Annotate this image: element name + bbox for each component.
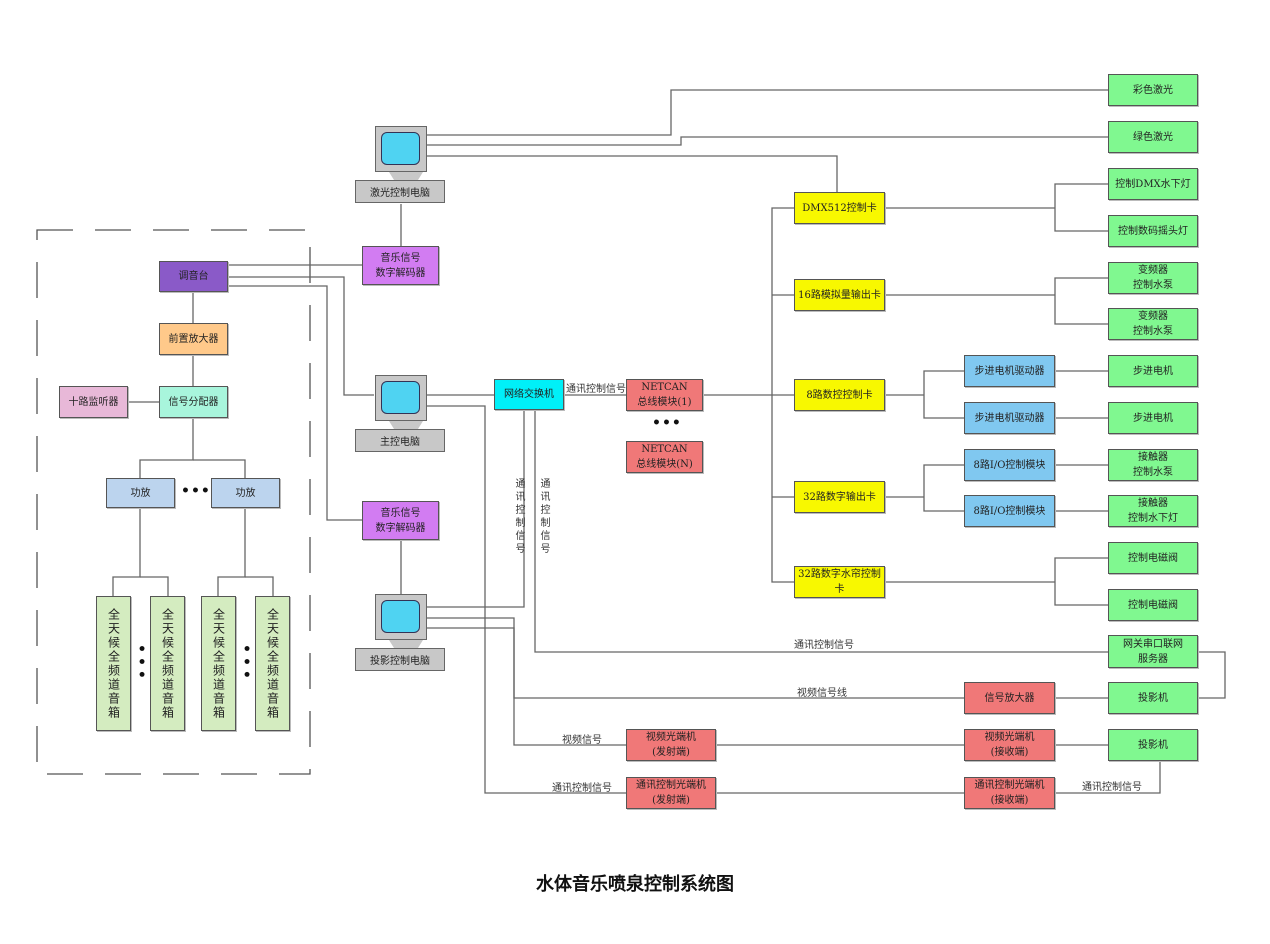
moving-head-light[interactable]: 控制数码摇头灯 [1108,215,1198,247]
main-pc-label: 主控电脑 [355,429,445,452]
power-amplifier-2[interactable]: 功放 [211,478,280,508]
color-laser[interactable]: 彩色激光 [1108,74,1198,106]
video-signal-label: 视频信号 [562,735,602,746]
amplifier-ellipsis: ••• [181,483,211,499]
signal-amplifier[interactable]: 信号放大器 [964,682,1055,714]
ten-way-monitor[interactable]: 十路监听器 [59,386,128,418]
comm-signal-label-rx: 通讯控制信号 [1082,782,1142,793]
comm-optical-transmitter[interactable]: 通讯控制光端机 (发射端) [626,777,716,809]
stepper-motor-1[interactable]: 步进电机 [1108,355,1198,387]
power-amplifier-1[interactable]: 功放 [106,478,175,508]
laser-control-computer[interactable]: 激光控制电脑 [355,126,445,204]
comm-signal-vertical-2: 通讯控制信号 [538,478,549,556]
music-decoder-bottom[interactable]: 音乐信号 数字解码器 [362,501,439,540]
preamp[interactable]: 前置放大器 [159,323,228,355]
card-16-analog-output[interactable]: 16路模拟量输出卡 [794,279,885,311]
vfd-pump-2[interactable]: 变频器 控制水泵 [1108,308,1198,340]
projector-2[interactable]: 投影机 [1108,729,1198,761]
speaker-2[interactable]: 全天候全频道音箱 [150,596,185,731]
contactor-underwater-light[interactable]: 接触器 控制水下灯 [1108,495,1198,527]
vfd-pump-1[interactable]: 变频器 控制水泵 [1108,262,1198,294]
comm-signal-label-gateway: 通讯控制信号 [794,640,854,651]
music-decoder-top[interactable]: 音乐信号 数字解码器 [362,246,439,285]
comm-signal-label-tx: 通讯控制信号 [552,783,612,794]
monitor-icon [375,126,427,172]
stepper-driver-2[interactable]: 步进电机驱动器 [964,402,1055,434]
video-optical-transmitter[interactable]: 视频光端机 (发射端) [626,729,716,761]
projector-1[interactable]: 投影机 [1108,682,1198,714]
comm-optical-receiver[interactable]: 通讯控制光端机 (接收端) [964,777,1055,809]
speaker-4[interactable]: 全天候全频道音箱 [255,596,290,731]
audio-subsystem-boundary [36,229,311,775]
monitor-icon [375,594,427,640]
gateway-serial-server[interactable]: 网关串口联网 服务器 [1108,635,1198,668]
io-module-1[interactable]: 8路I/O控制模块 [964,449,1055,481]
video-signal-line-label: 视频信号线 [797,688,847,699]
speaker-3[interactable]: 全天候全频道音箱 [201,596,236,731]
speaker-1[interactable]: 全天候全频道音箱 [96,596,131,731]
comm-signal-label-switch: 通讯控制信号 [566,384,626,395]
card-32-water-curtain[interactable]: 32路数字水帘控制卡 [794,566,885,598]
projection-control-computer[interactable]: 投影控制电脑 [355,594,445,672]
netcan-ellipsis: ••• [652,415,682,431]
speaker-ellipsis-1: ••• [133,644,149,683]
laser-pc-label: 激光控制电脑 [355,180,445,203]
projection-pc-label: 投影控制电脑 [355,648,445,671]
stepper-driver-1[interactable]: 步进电机驱动器 [964,355,1055,387]
contactor-pump[interactable]: 接触器 控制水泵 [1108,449,1198,481]
card-32-digital-output[interactable]: 32路数字输出卡 [794,481,885,513]
solenoid-valve-1[interactable]: 控制电磁阀 [1108,542,1198,574]
netcan-module-1[interactable]: NETCAN 总线模块(1) [626,379,703,411]
solenoid-valve-2[interactable]: 控制电磁阀 [1108,589,1198,621]
video-optical-receiver[interactable]: 视频光端机 (接收端) [964,729,1055,761]
comm-signal-vertical-1: 通讯控制信号 [513,478,524,556]
green-laser[interactable]: 绿色激光 [1108,121,1198,153]
signal-distributor[interactable]: 信号分配器 [159,386,228,418]
stepper-motor-2[interactable]: 步进电机 [1108,402,1198,434]
mixer[interactable]: 调音台 [159,261,228,292]
card-dmx512[interactable]: DMX512控制卡 [794,192,885,224]
speaker-ellipsis-2: ••• [238,644,254,683]
diagram-title: 水体音乐喷泉控制系统图 [536,874,734,895]
monitor-icon [375,375,427,421]
main-control-computer[interactable]: 主控电脑 [355,375,445,453]
network-switch[interactable]: 网络交换机 [494,379,564,410]
netcan-module-n[interactable]: NETCAN 总线模块(N) [626,441,703,473]
dmx-underwater-light[interactable]: 控制DMX水下灯 [1108,168,1198,200]
card-8-nc-control[interactable]: 8路数控控制卡 [794,379,885,411]
io-module-2[interactable]: 8路I/O控制模块 [964,495,1055,527]
